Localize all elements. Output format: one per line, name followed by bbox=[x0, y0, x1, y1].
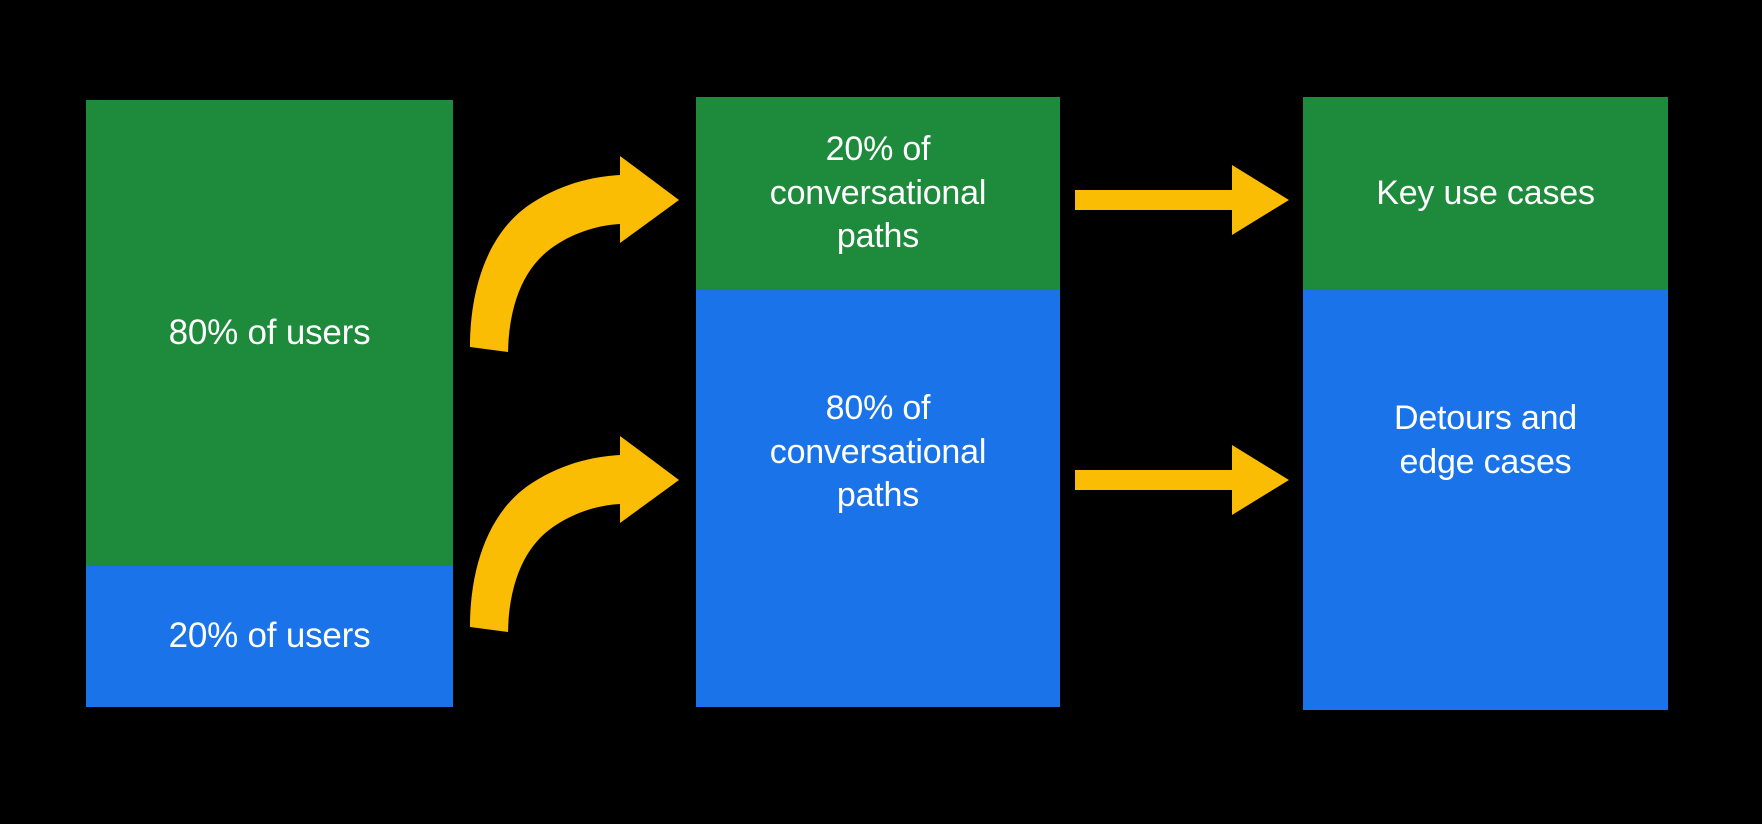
segment-users-minority-label: 20% of users bbox=[168, 616, 371, 656]
outcomes-stack: Key use cases Detours and edge cases bbox=[1303, 97, 1668, 710]
segment-paths-minority-label: 20% of conversational paths bbox=[769, 130, 987, 256]
segment-users-majority: 80% of users bbox=[86, 100, 453, 566]
segment-paths-majority: 80% of conversational paths bbox=[696, 290, 1060, 707]
segment-users-minority: 20% of users bbox=[86, 566, 453, 707]
segment-outcome-detours-label: Detours and edge cases bbox=[1393, 399, 1578, 481]
straight-arrow-paths-to-outcome-bottom-icon bbox=[1075, 445, 1289, 515]
curved-arrow-users-to-paths-top-icon bbox=[470, 156, 679, 352]
segment-outcome-key-use-cases-label: Key use cases bbox=[1376, 173, 1595, 212]
curved-arrow-users-to-paths-bottom-icon bbox=[470, 436, 679, 632]
conversational-paths-stack: 20% of conversational paths 80% of conve… bbox=[696, 97, 1060, 707]
segment-paths-minority: 20% of conversational paths bbox=[696, 97, 1060, 290]
segment-outcome-detours: Detours and edge cases bbox=[1303, 290, 1668, 710]
segment-paths-majority-label: 80% of conversational paths bbox=[769, 389, 987, 515]
straight-arrow-paths-to-outcome-top-icon bbox=[1075, 165, 1289, 235]
segment-users-majority-label: 80% of users bbox=[168, 312, 371, 352]
users-stack: 80% of users 20% of users bbox=[86, 100, 453, 707]
segment-outcome-key-use-cases: Key use cases bbox=[1303, 97, 1668, 290]
